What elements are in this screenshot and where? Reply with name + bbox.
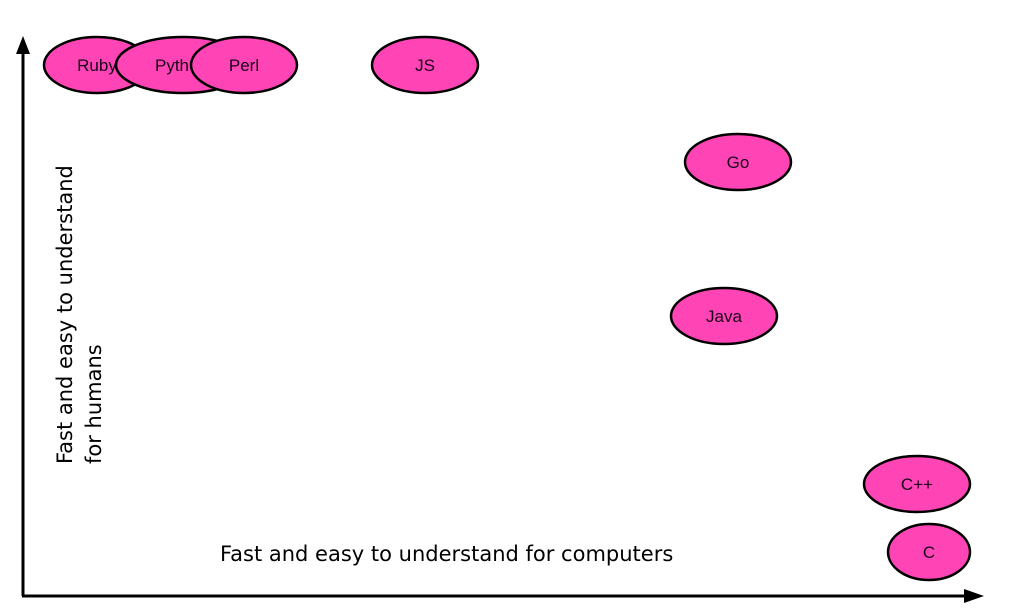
node-c-label: C	[923, 543, 935, 562]
node-perl-shape	[189, 35, 299, 95]
node-perl-label: Perl	[229, 56, 259, 75]
node-go: Go	[683, 132, 793, 192]
node-cpp-shape	[862, 454, 972, 514]
node-python-label: Pyth	[155, 56, 189, 75]
node-js-label: JS	[415, 56, 435, 75]
node-perl: Perl	[189, 35, 299, 95]
node-js-shape	[370, 35, 480, 95]
y-axis-label-line-1: Fast and easy to understand	[53, 165, 77, 464]
node-c: C	[886, 522, 972, 582]
y-axis	[16, 36, 30, 596]
node-ruby-label: Ruby	[77, 56, 117, 75]
node-java-label: Java	[706, 307, 742, 326]
y-axis-label: Fast and easy to understand for humans	[53, 158, 106, 464]
x-axis	[22, 589, 984, 603]
node-cpp: C++	[862, 454, 972, 514]
node-go-label: Go	[727, 153, 750, 172]
node-cpp-label: C++	[901, 475, 933, 494]
y-axis-label-line-2: for humans	[82, 344, 106, 464]
x-axis-arrow-icon	[964, 589, 984, 603]
language-nodes: Ruby Pyth Perl JS Go Java C++ C	[42, 35, 972, 582]
node-java-shape	[669, 286, 779, 346]
node-js: JS	[370, 35, 480, 95]
node-c-shape	[886, 522, 972, 582]
y-axis-arrow-icon	[16, 36, 30, 54]
node-java: Java	[669, 286, 779, 346]
node-go-shape	[683, 132, 793, 192]
x-axis-label: Fast and easy to understand for computer…	[220, 542, 673, 566]
